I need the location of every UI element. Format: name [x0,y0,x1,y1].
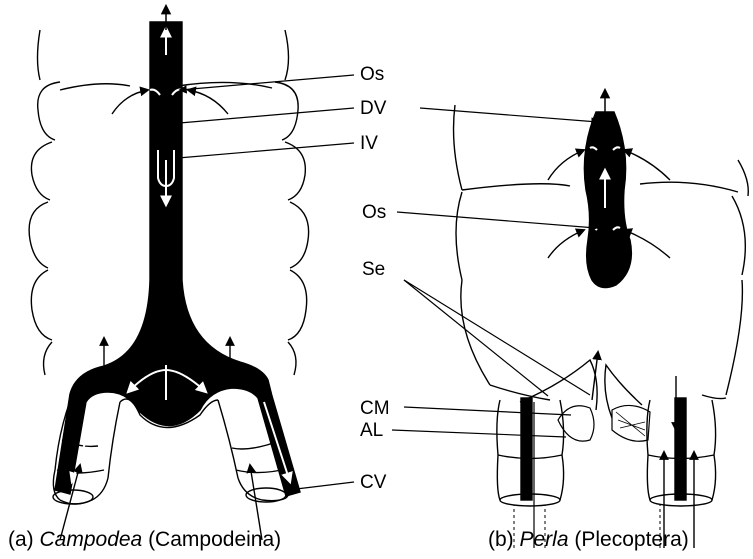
label-incurrent-valve: IV [360,133,378,154]
label-dorsal-vessel: DV [360,98,387,119]
campodea-diagram [29,6,354,540]
perla-diagram [392,90,748,548]
label-al: AL [360,420,383,441]
label-cv: CV [360,472,387,493]
leaders-a [168,75,354,490]
caption-a-prefix: (a) [8,528,40,551]
caption-a-genus: Campodea [40,528,143,551]
caption-b-group: (Plecoptera) [569,528,689,551]
dorsal-vessel-b [584,112,631,288]
caption-a-group: (Campodeina) [142,528,281,551]
label-septum: Se [362,259,385,280]
caption-a: (a) Campodea (Campodeina) [8,528,281,552]
label-ostium-a: Os [360,64,384,85]
leaders-b [392,108,598,437]
caption-b-prefix: (b) [488,528,520,551]
label-ostium-b: Os [362,202,386,223]
caption-b-genus: Perla [520,528,569,551]
caption-b: (b) Perla (Plecoptera) [488,528,689,552]
label-cm: CM [360,398,390,419]
